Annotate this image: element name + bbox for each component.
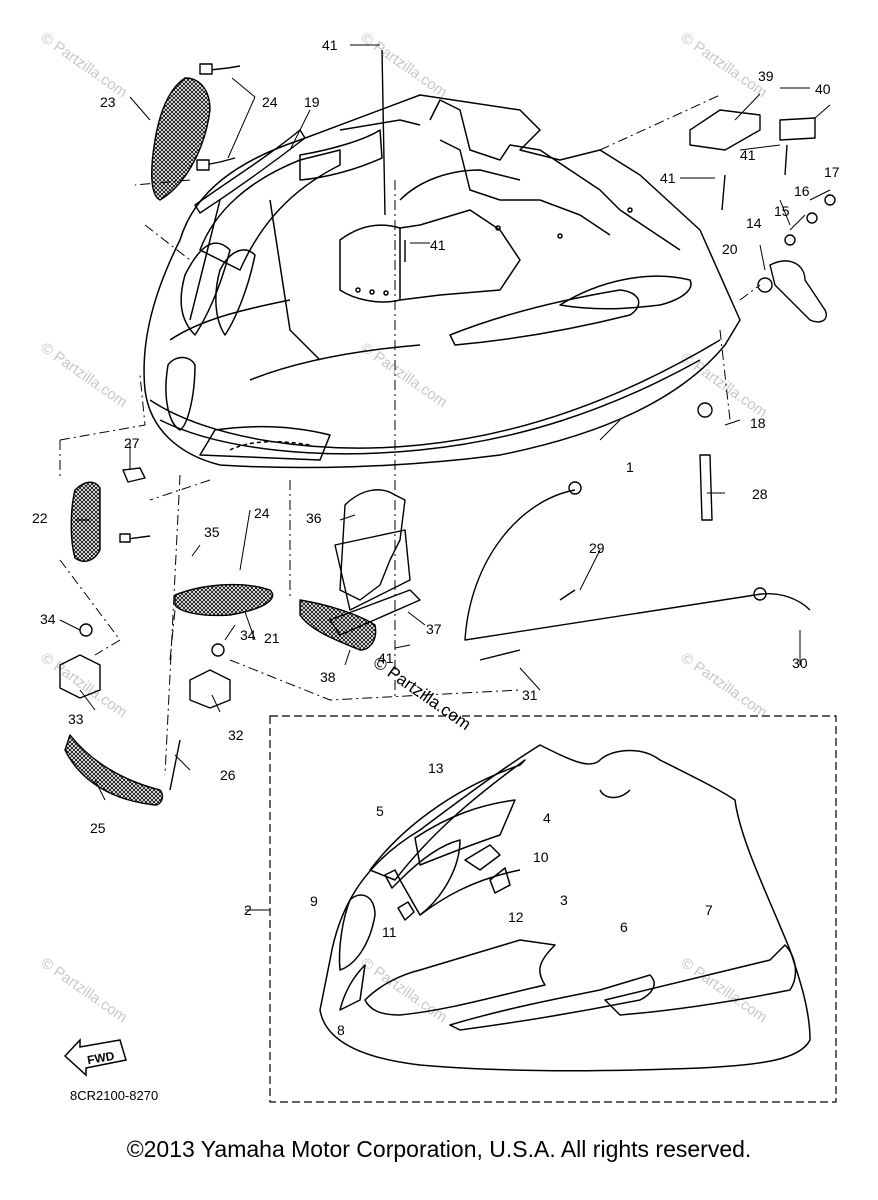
callout-4: 4 <box>543 810 551 826</box>
callout-24a: 24 <box>262 94 278 110</box>
callout-3: 3 <box>560 892 568 908</box>
callout-28: 28 <box>752 486 768 502</box>
callout-7: 7 <box>705 902 713 918</box>
watermark-text: © Partzilla.com <box>38 649 131 721</box>
callout-1: 1 <box>626 459 634 475</box>
callout-8: 8 <box>337 1022 345 1038</box>
callout-41a: 41 <box>322 37 338 53</box>
callout-20: 20 <box>722 241 738 257</box>
dashed-guides <box>59 94 761 776</box>
callout-15: 15 <box>774 203 790 219</box>
watermark-text: © Partzilla.com <box>358 29 451 101</box>
callout-25: 25 <box>90 820 106 836</box>
callout-22: 22 <box>32 510 48 526</box>
callout-29: 29 <box>589 540 605 556</box>
callout-6: 6 <box>620 919 628 935</box>
callout-5: 5 <box>376 803 384 819</box>
callout-27: 27 <box>124 435 140 451</box>
callout-10: 10 <box>533 849 549 865</box>
callout-32: 32 <box>228 727 244 743</box>
callout-39: 39 <box>758 68 774 84</box>
callout-31: 31 <box>522 687 538 703</box>
watermark-text: © Partzilla.com <box>678 954 771 1026</box>
callout-41c: 41 <box>660 170 676 186</box>
callout-14: 14 <box>746 215 762 231</box>
fwd-arrow-icon: FWD <box>63 1038 127 1077</box>
watermark-text: © Partzilla.com <box>38 29 131 101</box>
copyright-notice: ©2013 Yamaha Motor Corporation, U.S.A. A… <box>126 1136 752 1162</box>
hood-part-1 <box>143 94 741 469</box>
callout-37: 37 <box>426 621 442 637</box>
catalog-code: 8CR2100-8270 <box>70 1088 159 1103</box>
callout-34b: 34 <box>240 627 256 643</box>
callout-19: 19 <box>304 94 320 110</box>
watermark-text: © Partzilla.com <box>38 954 131 1026</box>
fwd-label: FWD <box>86 1049 116 1068</box>
callout-21: 21 <box>264 630 280 646</box>
callout-16: 16 <box>794 183 810 199</box>
callout-41b: 41 <box>430 237 446 253</box>
callout-2: 2 <box>244 902 252 918</box>
callout-13: 13 <box>428 760 444 776</box>
callout-11: 11 <box>382 924 397 940</box>
callout-38: 38 <box>320 669 336 685</box>
watermark-text: © Partzilla.com <box>678 29 771 101</box>
callout-18: 18 <box>750 415 766 431</box>
callout-30: 30 <box>792 655 808 671</box>
watermark-text: © Partzilla.com <box>38 339 131 411</box>
callout-26: 26 <box>220 767 236 783</box>
callout-23: 23 <box>100 94 116 110</box>
callout-35: 35 <box>204 524 220 540</box>
callout-24b: 24 <box>254 505 270 521</box>
callout-41d: 41 <box>740 147 756 163</box>
callout-12: 12 <box>508 909 524 925</box>
small-parts <box>59 49 836 806</box>
callout-36: 36 <box>306 510 322 526</box>
callout-labels: 1 2 3 4 5 6 7 8 9 10 11 12 13 14 15 16 1… <box>32 37 840 1038</box>
watermark-text: © Partzilla.com <box>678 649 771 721</box>
callout-33: 33 <box>68 711 84 727</box>
callout-34a: 34 <box>40 611 56 627</box>
watermark-text: © Partzilla.com <box>678 349 771 421</box>
callout-17: 17 <box>824 164 840 180</box>
callout-41e: 41 <box>378 650 394 666</box>
callout-9: 9 <box>310 893 318 909</box>
callout-40: 40 <box>815 81 831 97</box>
leader-lines <box>59 44 831 911</box>
decal-set-box <box>269 715 837 1103</box>
decal-set-shape <box>319 744 811 1072</box>
